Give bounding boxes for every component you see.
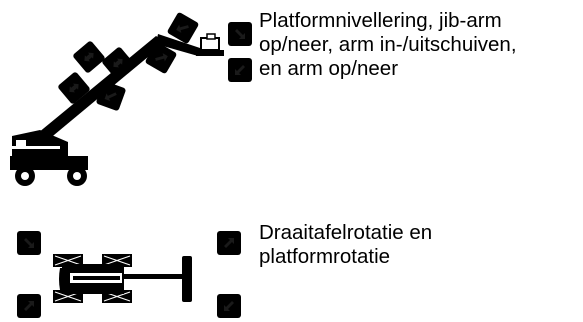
platform-level-up-icon	[228, 22, 252, 46]
boom-extend-retract-icon	[101, 46, 135, 80]
wheel-icon	[15, 166, 35, 186]
machine-top-view-icon	[53, 254, 192, 303]
platform-basket-icon	[198, 33, 224, 56]
wheel-icon	[67, 166, 87, 186]
platform-level-down-icon	[228, 58, 252, 82]
caption-bottom: Draaitafelrotatie en platformrotatie	[259, 221, 433, 268]
caption-top: Platformnivellering, jib-arm op/neer, ar…	[259, 9, 517, 80]
turntable-rotate-right-icon	[17, 294, 41, 318]
boom-extend-retract-icon	[72, 40, 106, 74]
platform-rotate-right-icon	[217, 294, 241, 318]
turntable-rotate-left-icon	[17, 231, 41, 255]
platform-rotate-left-icon	[217, 231, 241, 255]
